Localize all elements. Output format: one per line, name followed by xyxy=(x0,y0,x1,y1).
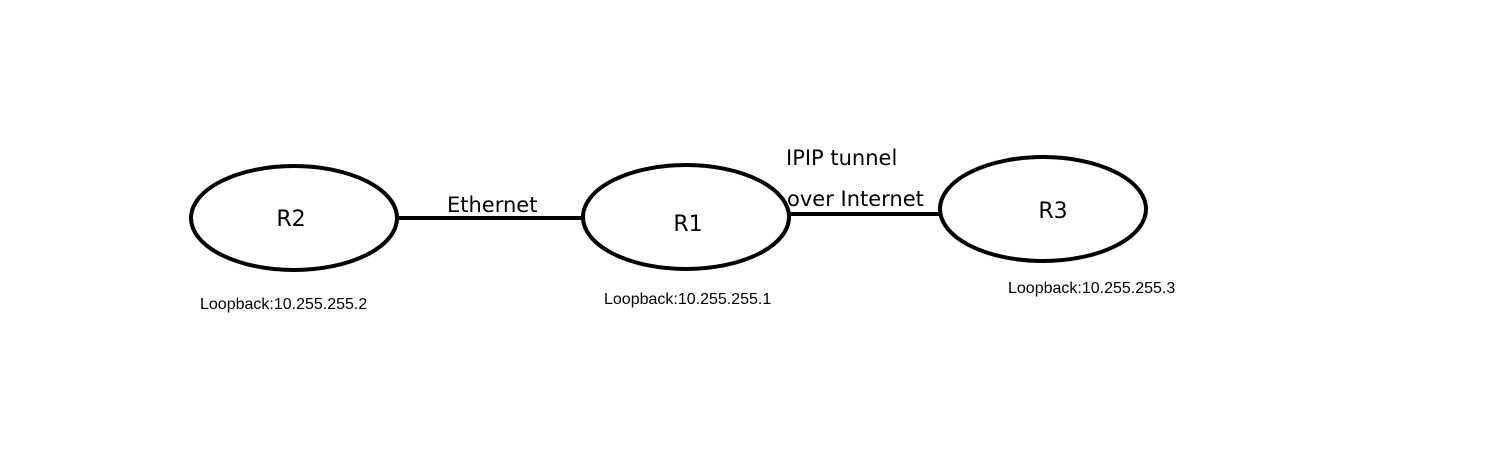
node-r2-loopback: Loopback:10.255.255.2 xyxy=(200,296,367,313)
link-label-tunnel-line-2: over Internet xyxy=(787,187,924,211)
node-r3-loopback: Loopback:10.255.255.3 xyxy=(1008,280,1175,297)
link-label-tunnel-line-1: IPIP tunnel xyxy=(786,146,897,170)
links xyxy=(397,212,941,220)
node-r2-shape xyxy=(189,164,399,272)
node-r1-shape xyxy=(581,163,791,271)
node-r2: R2 Loopback:10.255.255.2 xyxy=(189,164,399,313)
link-label-ethernet: Ethernet xyxy=(447,193,537,217)
node-r1-label: R1 xyxy=(673,212,702,237)
node-r3-label: R3 xyxy=(1038,199,1067,224)
link-labels: Ethernet IPIP tunnel over Internet xyxy=(447,146,924,217)
node-r1: R1 Loopback:10.255.255.1 xyxy=(581,163,791,308)
node-r3: R3 Loopback:10.255.255.3 xyxy=(938,155,1175,297)
node-r3-shape xyxy=(938,155,1148,263)
node-r2-label: R2 xyxy=(276,207,305,232)
node-r1-loopback: Loopback:10.255.255.1 xyxy=(604,291,771,308)
